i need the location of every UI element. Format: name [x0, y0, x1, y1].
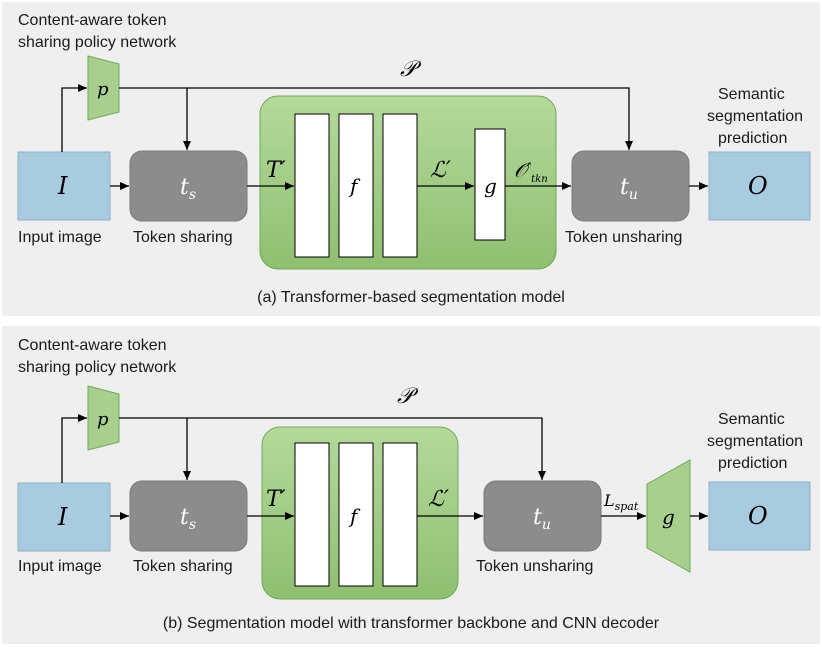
prediction-label-line2: segmentation	[707, 108, 803, 125]
L-prime-symbol: ℒ′	[430, 158, 451, 183]
g-symbol: g	[662, 505, 675, 529]
policy-label-line2: sharing policy network	[18, 34, 177, 51]
input-image-label: Input image	[18, 558, 102, 575]
policy-label-line1: Content-aware token	[18, 337, 167, 354]
L-spat-symbol: Lspat	[603, 491, 639, 513]
token-unsharing-label: Token unsharing	[476, 558, 593, 575]
cnn-decoder-trapezoid	[646, 459, 691, 573]
g-head-box	[474, 128, 506, 241]
panel-b-arrows	[61, 414, 708, 520]
prediction-label-line1: Semantic	[718, 86, 785, 103]
ts-symbol: ts	[180, 505, 196, 533]
panel-b: Content-aware token sharing policy netwo…	[2, 326, 820, 644]
T-prime-symbol: T′	[266, 158, 286, 183]
prediction-label-line3: prediction	[718, 455, 787, 472]
ts-symbol: ts	[180, 175, 196, 203]
prediction-label-line1: Semantic	[718, 411, 785, 428]
input-image-box	[17, 482, 111, 552]
tu-symbol: tu	[620, 175, 638, 203]
token-sharing-label: Token sharing	[133, 229, 233, 246]
transformer-layer-2	[338, 113, 374, 258]
caption-a: (a) Transformer-based segmentation model	[257, 289, 565, 306]
policy-network-trapezoid	[87, 55, 120, 121]
prediction-label-line2: segmentation	[707, 433, 803, 450]
g-symbol: g	[484, 174, 497, 198]
panel-a-arrows	[61, 84, 708, 190]
policy-label-line2: sharing policy network	[18, 359, 177, 376]
p-symbol: p	[97, 79, 109, 100]
O-tkn-symbol: 𝒪′tkn	[514, 158, 548, 185]
transformer-layer-3	[382, 442, 418, 587]
token-unsharing-label: Token unsharing	[565, 229, 682, 246]
arrow-policy-to-tu	[187, 87, 633, 150]
prediction-label-line3: prediction	[718, 130, 787, 147]
L-prime-symbol: ℒ′	[428, 487, 449, 512]
output-box	[708, 481, 811, 551]
arrow-policy-to-tu	[187, 417, 546, 480]
transformer-layer-1	[294, 113, 330, 258]
policy-network-trapezoid	[87, 385, 120, 451]
output-symbol: O	[748, 502, 768, 530]
transformer-layer-3	[382, 113, 418, 258]
arrow-input-to-policy	[61, 414, 87, 483]
token-unsharing-box	[483, 480, 602, 552]
input-symbol: I	[57, 172, 68, 200]
output-box	[708, 151, 811, 221]
p-symbol: p	[97, 409, 109, 430]
input-image-box	[17, 151, 111, 221]
panel-a: Content-aware token sharing policy netwo…	[2, 2, 820, 316]
tu-symbol: tu	[533, 505, 551, 533]
output-symbol: O	[748, 172, 768, 200]
token-sharing-label: Token sharing	[133, 558, 233, 575]
input-image-label: Input image	[18, 229, 102, 246]
T-prime-symbol: T′	[266, 487, 286, 512]
caption-b: (b) Segmentation model with transformer …	[163, 615, 660, 632]
input-symbol: I	[57, 503, 68, 531]
token-unsharing-box	[571, 150, 690, 222]
transformer-layer-2	[338, 442, 374, 587]
arrow-input-to-policy	[61, 84, 87, 152]
transformer-layer-1	[294, 442, 330, 587]
policy-label-line1: Content-aware token	[18, 12, 167, 29]
